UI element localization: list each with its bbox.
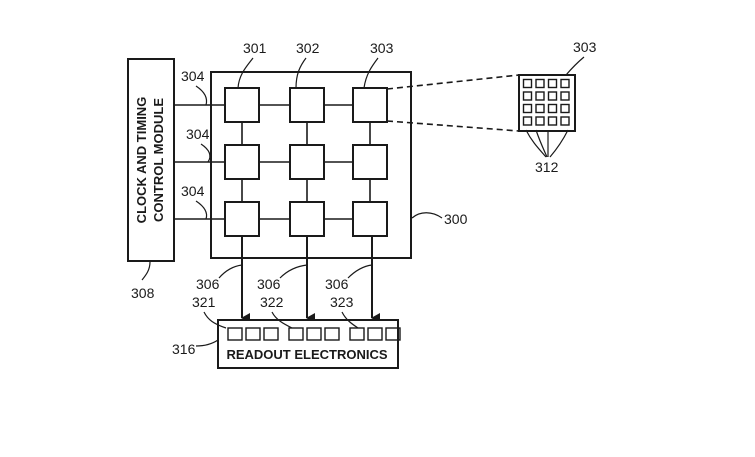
pixel-ref-303-leader [363,57,379,89]
column-line-ref-2: 306 [257,276,281,292]
clock-module-label-line2: CONTROL MODULE [151,98,166,222]
clock-module-label-line1: CLOCK AND TIMING [134,97,149,224]
row-lines [174,104,353,220]
pixel-r2-c3 [352,144,388,180]
clock-module-ref: 308 [131,285,155,301]
pixel-ref-301: 301 [243,40,267,56]
readout-channels [227,327,401,341]
column-connections [241,122,371,202]
pixel-array-ref: 300 [444,211,468,227]
row-line-ref-3-leader [195,200,208,220]
readout-ref-leader [195,339,219,347]
readout-channel [288,327,304,341]
subpixel [560,78,570,89]
subpixel-ref: 312 [535,159,559,175]
zoomed-pixel-ref: 303 [573,39,597,55]
zoomed-pixel-frame [518,74,576,132]
readout-channel [263,327,279,341]
column-output-lines [241,236,380,323]
subpixel [535,91,545,101]
subpixel [522,103,533,114]
column-line-ref-2-leader [279,264,308,279]
channel-ref-321-leader [203,311,227,329]
readout-electronics: READOUT ELECTRONICS [217,319,401,369]
subpixel [522,116,533,126]
pixel-grid [224,87,388,237]
subpixel [535,78,545,89]
pixel-r1-c1 [224,87,260,123]
pixel-ref-301-leader [237,57,254,89]
subpixel [522,91,533,101]
subpixel [547,116,558,126]
column-line-ref-3-leader [347,264,373,279]
pixel-r1-c2 [289,87,325,123]
subpixel-leaders [525,129,569,158]
zoom-dash-bottom [386,120,520,132]
clock-module-leader [141,261,151,281]
pixel-r3-c1 [224,201,260,237]
row-line-ref-1: 304 [181,68,205,84]
row-line-ref-2: 304 [186,126,210,142]
subpixel [547,103,558,114]
pixel-r3-c2 [289,201,325,237]
readout-label: READOUT ELECTRONICS [226,347,387,362]
readout-ref: 316 [172,341,196,357]
subpixel [560,91,570,101]
pixel-ref-302-leader [295,57,307,89]
subpixel [560,103,570,114]
subpixel [522,78,533,89]
pixel-r1-c3 [352,87,388,123]
readout-channel [385,327,401,341]
subpixel [560,116,570,126]
pixel-array-leader [411,212,443,219]
pixel-r2-c1 [224,144,260,180]
pixel-r3-c3 [352,201,388,237]
subpixel [547,91,558,101]
channel-ref-323: 323 [330,294,354,310]
column-line-ref-1: 306 [196,276,220,292]
pixel-ref-303: 303 [370,40,394,56]
row-line-ref-3: 304 [181,183,205,199]
channel-ref-323-leader [341,311,359,329]
subpixel [535,116,545,126]
readout-channel [367,327,383,341]
pixel-r2-c2 [289,144,325,180]
channel-ref-322-leader [271,311,293,329]
column-line-ref-3: 306 [325,276,349,292]
readout-channel [306,327,322,341]
channel-ref-321: 321 [192,294,216,310]
subpixel [547,78,558,89]
zoomed-pixel [386,74,576,132]
zoom-dash-top [386,74,520,90]
channel-ref-322: 322 [260,294,284,310]
subpixel [535,103,545,114]
readout-channel [324,327,340,341]
pixel-ref-302: 302 [296,40,320,56]
row-line-ref-2-leader [200,143,211,163]
row-line-ref-1-leader [195,85,208,106]
column-line-ref-1-leader [218,264,243,279]
clock-timing-module: CLOCK AND TIMING CONTROL MODULE [127,58,175,262]
readout-channel [245,327,261,341]
subpixel-grid [522,78,570,126]
zoomed-pixel-leader [565,56,585,76]
readout-channel [227,327,243,341]
